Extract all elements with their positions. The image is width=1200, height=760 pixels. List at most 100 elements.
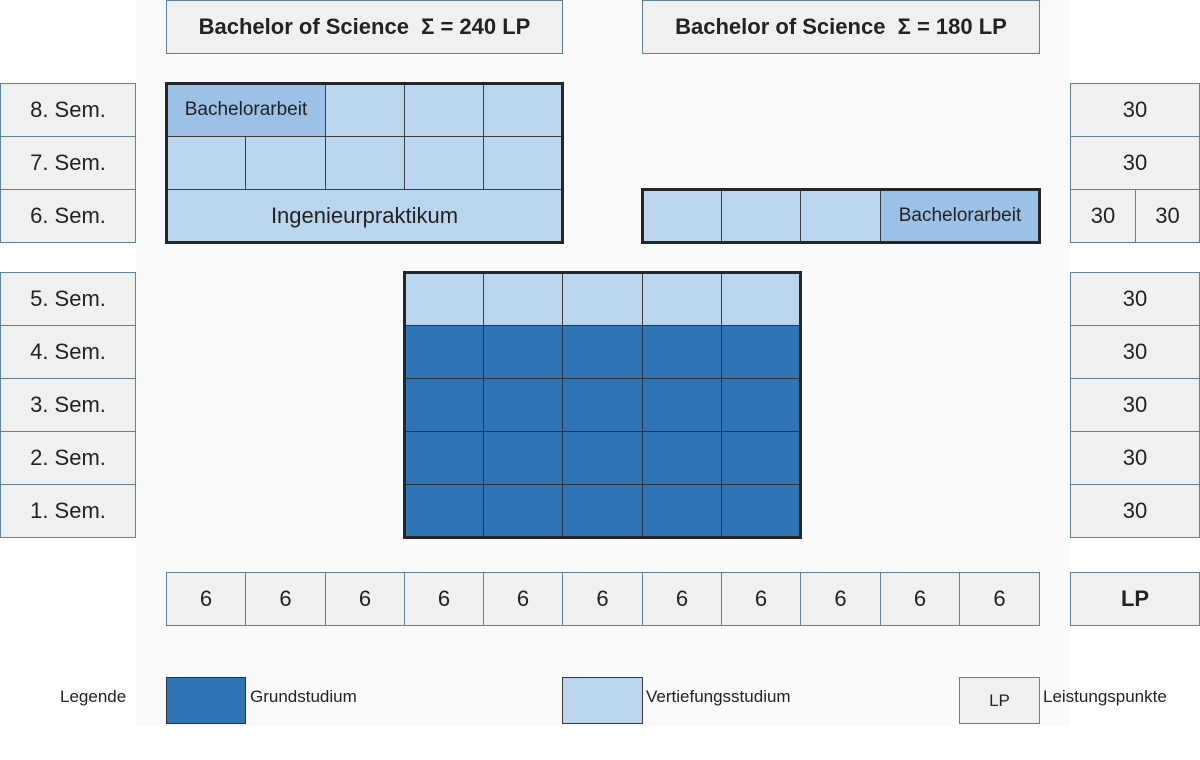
module-cell	[404, 272, 484, 326]
module-lp-cell: 6	[245, 572, 326, 626]
module-lp-value: 6	[596, 586, 609, 611]
module-cell	[483, 378, 563, 432]
module-cell	[562, 272, 643, 326]
module-lp-cell: 6	[166, 572, 246, 626]
lp-sem-6-bsc-180: 30	[1135, 189, 1200, 243]
lp-sem-1: 30	[1070, 484, 1200, 538]
lp-sem-6-bsc-240: 30	[1070, 189, 1136, 243]
module-lp-cell: 6	[325, 572, 405, 626]
lp-sem-1-text: 30	[1122, 498, 1148, 523]
legend-lp-box: LP	[959, 677, 1040, 724]
module-cell	[642, 431, 722, 485]
module-lp-value: 6	[279, 586, 292, 611]
semester-label-5-text: 5. Sem.	[30, 286, 106, 311]
module-cell	[562, 325, 643, 379]
lp-sem-8: 30	[1070, 83, 1200, 137]
module-lp-cell: 6	[562, 572, 643, 626]
module-cell	[721, 272, 801, 326]
lp-sem-3-text: 30	[1122, 392, 1148, 417]
title-bsc-180-text: Bachelor of Science Σ = 180 LP	[675, 14, 1007, 39]
module-cell	[325, 83, 405, 137]
module-cell	[404, 136, 484, 190]
module-lp-cell: 6	[959, 572, 1040, 626]
module-lp-cell: 6	[721, 572, 801, 626]
module-cell	[483, 325, 563, 379]
module-cell	[642, 189, 722, 243]
module-cell	[483, 272, 563, 326]
module-cell	[562, 484, 643, 538]
lp-sem-3: 30	[1070, 378, 1200, 432]
module-cell	[562, 378, 643, 432]
module-lp-value: 6	[834, 586, 847, 611]
bachelorarbeit-block-180: Bachelorarbeit	[880, 189, 1040, 243]
semester-label-8-text: 8. Sem.	[30, 97, 106, 122]
bachelorarbeit-180-text: Bachelorarbeit	[898, 205, 1022, 226]
module-cell	[721, 378, 801, 432]
semester-label-1-text: 1. Sem.	[30, 498, 106, 523]
module-cell	[483, 83, 563, 137]
module-cell	[404, 378, 484, 432]
lp-header: LP	[1070, 572, 1200, 626]
module-cell	[483, 484, 563, 538]
module-cell	[483, 136, 563, 190]
module-cell	[642, 272, 722, 326]
legend-grundstudium-label: Grundstudium	[250, 687, 357, 706]
legend-vertiefungsstudium-label: Vertiefungsstudium	[646, 687, 791, 706]
module-lp-value: 6	[358, 586, 372, 611]
title-bsc-180: Bachelor of Science Σ = 180 LP	[642, 0, 1040, 54]
module-lp-value: 6	[437, 586, 451, 611]
lp-sem-6-bsc-180-text: 30	[1155, 203, 1180, 228]
ingenieurpraktikum-text: Ingenieurpraktikum	[270, 203, 459, 228]
module-cell	[166, 136, 246, 190]
semester-label-4-text: 4. Sem.	[30, 339, 106, 364]
module-lp-value: 6	[675, 586, 689, 611]
semester-label-5: 5. Sem.	[0, 272, 136, 326]
lp-sem-8-text: 30	[1122, 97, 1148, 122]
lp-sem-7-text: 30	[1122, 150, 1148, 175]
semester-label-2: 2. Sem.	[0, 431, 136, 485]
lp-header-text: LP	[1120, 586, 1150, 611]
semester-label-6: 6. Sem.	[0, 189, 136, 243]
module-cell	[404, 431, 484, 485]
legend-swatch-grundstudium	[166, 677, 246, 724]
module-lp-value: 6	[993, 586, 1006, 611]
module-cell	[325, 136, 405, 190]
title-bsc-240: Bachelor of Science Σ = 240 LP	[166, 0, 563, 54]
semester-label-7-text: 7. Sem.	[30, 150, 106, 175]
lp-sem-4: 30	[1070, 325, 1200, 379]
semester-label-3-text: 3. Sem.	[30, 392, 106, 417]
module-cell	[721, 484, 801, 538]
module-lp-value: 6	[516, 586, 530, 611]
module-cell	[642, 484, 722, 538]
legend-swatch-vertiefungsstudium	[562, 677, 643, 724]
semester-label-2-text: 2. Sem.	[30, 445, 106, 470]
module-lp-cell: 6	[880, 572, 960, 626]
lp-sem-5-text: 30	[1122, 286, 1148, 311]
module-cell	[245, 136, 326, 190]
module-cell	[562, 431, 643, 485]
semester-label-3: 3. Sem.	[0, 378, 136, 432]
semester-label-8: 8. Sem.	[0, 83, 136, 137]
lp-sem-6-bsc-240-text: 30	[1090, 203, 1116, 228]
module-cell	[404, 484, 484, 538]
lp-sem-2: 30	[1070, 431, 1200, 485]
module-cell	[642, 325, 722, 379]
module-lp-cell: 6	[800, 572, 881, 626]
module-cell	[404, 325, 484, 379]
module-lp-cell: 6	[483, 572, 563, 626]
lp-sem-4-text: 30	[1122, 339, 1148, 364]
module-lp-value: 6	[199, 586, 213, 611]
semester-label-4: 4. Sem.	[0, 325, 136, 379]
module-cell	[483, 431, 563, 485]
legend-label: Legende	[60, 687, 127, 706]
bachelorarbeit-block-240: Bachelorarbeit	[166, 83, 326, 137]
module-lp-value: 6	[754, 586, 768, 611]
module-cell	[721, 189, 801, 243]
module-cell	[642, 378, 722, 432]
module-cell	[721, 325, 801, 379]
module-cell	[800, 189, 881, 243]
lp-sem-2-text: 30	[1122, 445, 1148, 470]
legend-lp-box-text: LP	[989, 690, 1010, 710]
legend-leistungspunkte-label: Leistungspunkte	[1043, 687, 1167, 706]
bachelorarbeit-240-text: Bachelorarbeit	[184, 99, 308, 120]
